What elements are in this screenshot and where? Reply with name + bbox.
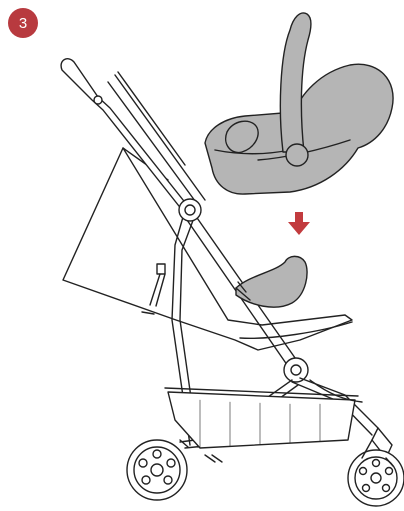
front-wheel bbox=[348, 428, 404, 506]
car-seat bbox=[205, 13, 393, 194]
rear-wheel bbox=[127, 440, 222, 500]
down-arrow-icon bbox=[288, 212, 310, 235]
